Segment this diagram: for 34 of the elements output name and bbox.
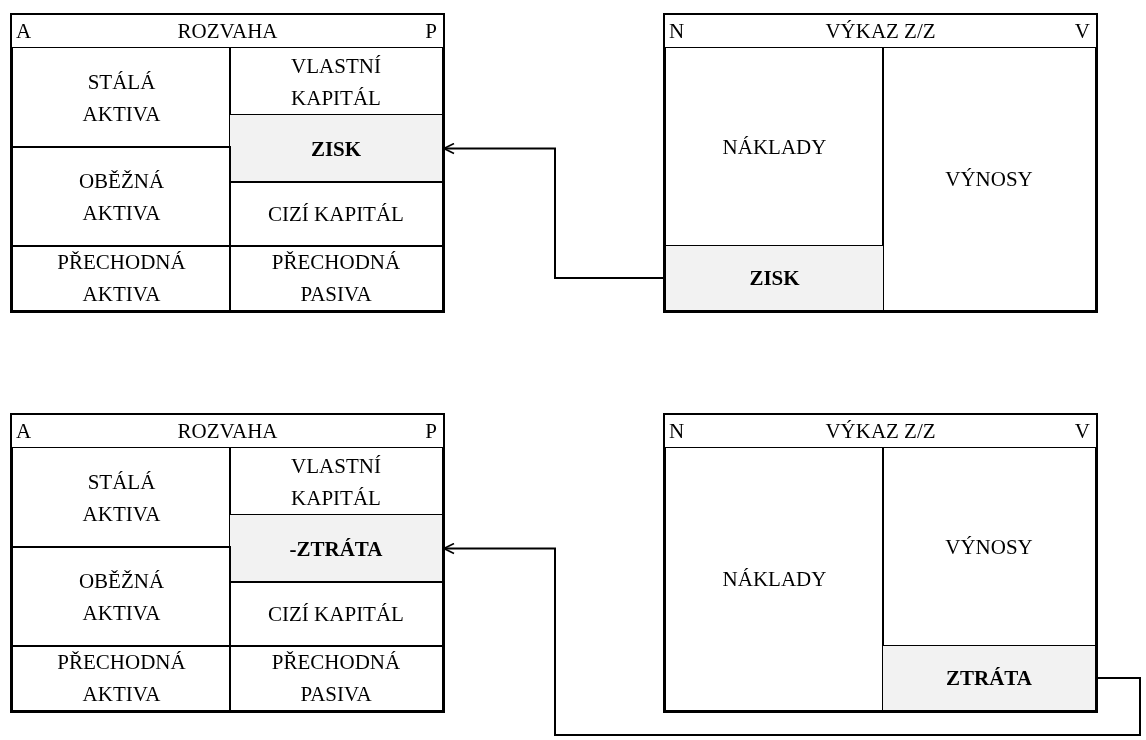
side-label: N [669,18,685,45]
table-cell: PŘECHODNÁ PASIVA [229,245,443,311]
side-label: P [425,18,437,45]
arrow [443,142,666,279]
table-cell: VÝNOSY [882,47,1096,311]
table-frame [10,413,445,713]
table-heading: ROZVAHA [177,18,278,45]
table-cell: PŘECHODNÁ AKTIVA [12,645,231,711]
side-label: N [669,418,685,445]
table-frame [663,413,1098,713]
table-cell: STÁLÁ AKTIVA [12,447,231,548]
side-label: V [1074,18,1090,45]
side-label: A [16,418,32,445]
table-frame [663,13,1098,313]
side-label: P [425,418,437,445]
table-heading: VÝKAZ Z/Z [825,18,936,45]
table-heading: VÝKAZ Z/Z [825,418,936,445]
table-heading: ROZVAHA [177,418,278,445]
result-cell: ZISK [229,114,443,183]
table-cell: NÁKLADY [665,447,884,711]
result-cell: ZISK [665,245,884,311]
result-cell: -ZTRÁTA [229,514,443,583]
table-cell: CIZÍ KAPITÁL [229,181,443,247]
table-cell: OBĚŽNÁ AKTIVA [12,146,231,247]
arrow [443,542,1141,736]
side-label: A [16,18,32,45]
table-cell: OBĚŽNÁ AKTIVA [12,546,231,647]
table-cell: PŘECHODNÁ PASIVA [229,645,443,711]
table-cell: PŘECHODNÁ AKTIVA [12,245,231,311]
result-cell: ZTRÁTA [882,645,1096,711]
table-cell: STÁLÁ AKTIVA [12,47,231,148]
table-cell: CIZÍ KAPITÁL [229,581,443,647]
side-label: V [1074,418,1090,445]
table-frame [10,13,445,313]
